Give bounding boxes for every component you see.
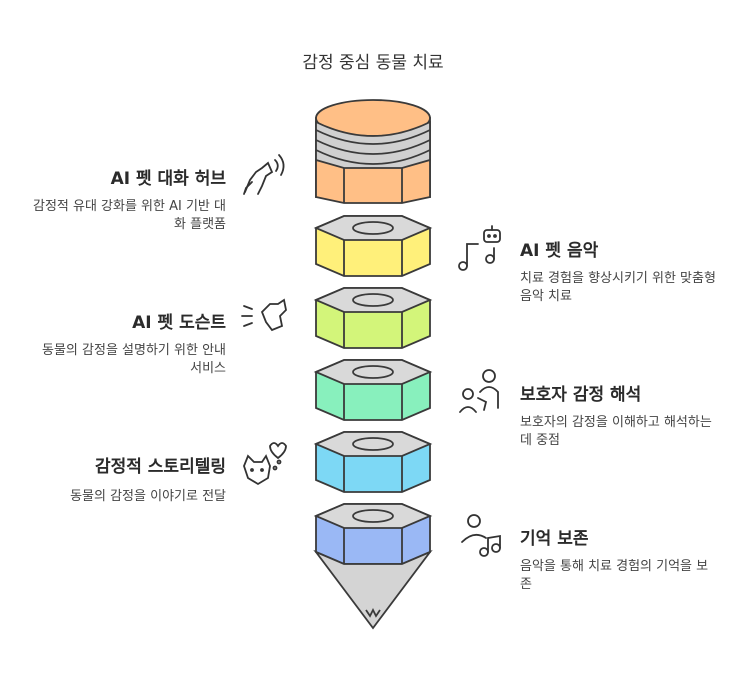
cat-heart-icon xyxy=(243,442,287,486)
item-title-storytelling: 감정적 스토리텔링 xyxy=(94,457,226,477)
item-desc-guardian-emotion: 보호자의 감정을 이해하고 해석하는 데 중점 xyxy=(520,415,712,448)
howling-dog-icon xyxy=(243,154,285,195)
top-block xyxy=(315,99,431,204)
person-music-icon xyxy=(461,514,501,557)
nut-1 xyxy=(313,215,433,277)
item-desc-pet-chat-hub: 감정적 유대 강화를 위한 AI 기반 대화 플랫폼 xyxy=(32,199,226,232)
item-title-pet-chat-hub: AI 펫 대화 허브 xyxy=(110,169,226,189)
nut-2 xyxy=(313,287,433,349)
item-title-pet-docent: AI 펫 도슨트 xyxy=(132,313,226,333)
item-desc-memory: 음악을 통해 치료 경험의 기억을 보존 xyxy=(520,559,709,592)
robot-music-icon xyxy=(458,225,501,271)
item-title-guardian-emotion: 보호자 감정 해석 xyxy=(520,385,642,405)
dog-speaking-icon xyxy=(241,298,287,332)
nut-4 xyxy=(313,431,433,493)
diagram-title: 감정 중심 동물 치료 xyxy=(302,53,444,73)
nut-3 xyxy=(313,359,433,421)
item-desc-storytelling: 동물의 감정을 이야기로 전달 xyxy=(70,489,226,504)
nut-5-tip xyxy=(313,503,433,630)
guardian-pet-icon xyxy=(459,369,499,413)
item-desc-pet-music: 치료 경험을 향상시키기 위한 맞춤형 음악 치료 xyxy=(520,271,716,304)
item-title-memory: 기억 보존 xyxy=(520,529,589,549)
item-desc-pet-docent: 동물의 감정을 설명하기 위한 안내 서비스 xyxy=(42,343,226,376)
item-title-pet-music: AI 펫 음악 xyxy=(520,241,599,261)
